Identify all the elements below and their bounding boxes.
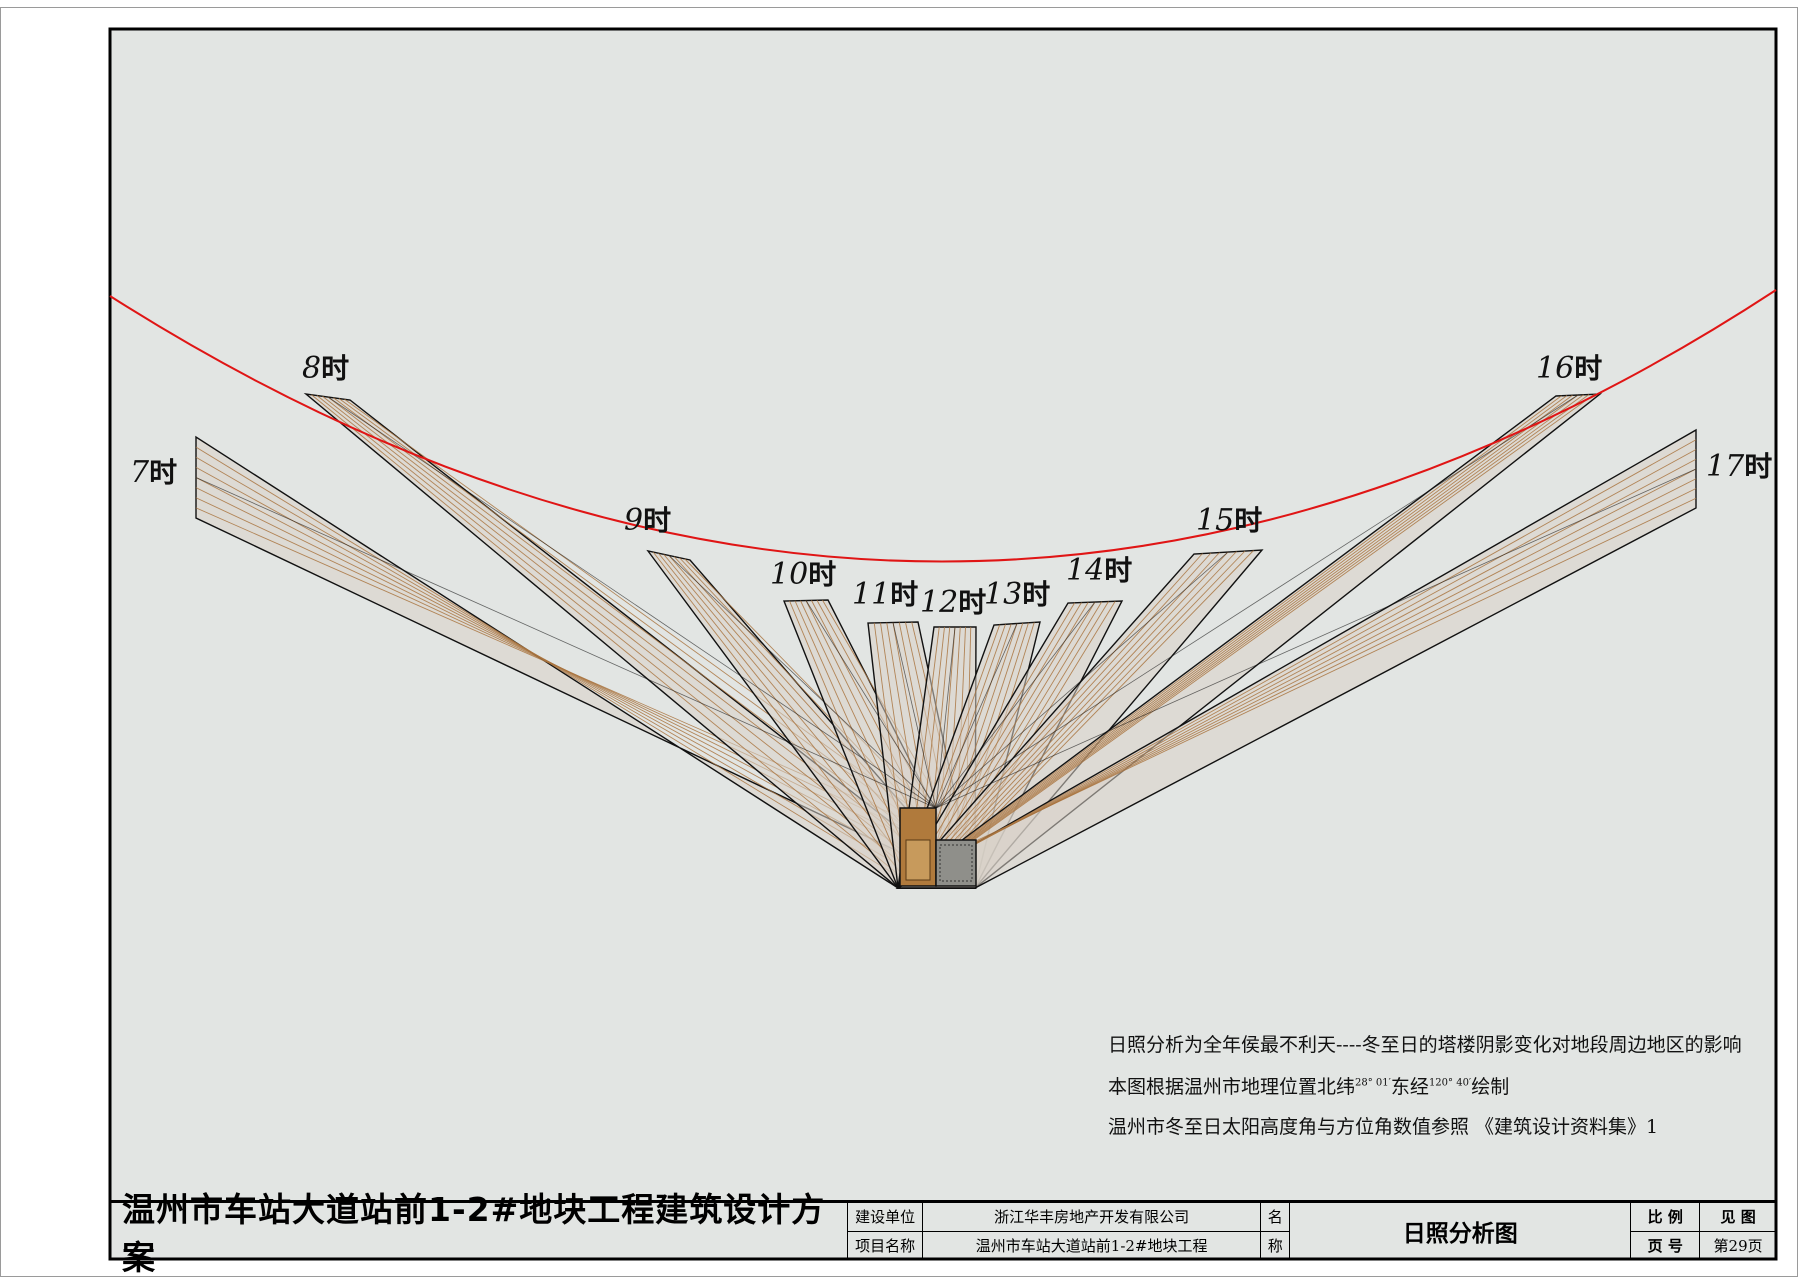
hour-suffix: 时 — [643, 504, 671, 537]
hour-number: 15 — [1196, 503, 1234, 538]
shadow-hatch-line — [652, 551, 908, 883]
scale-value: 见 图 — [1720, 1208, 1756, 1227]
shadow-hatch-line — [965, 550, 1254, 847]
shadow-hatch-line — [945, 394, 1584, 859]
shadow-hatch-line — [316, 395, 918, 877]
shadow-ray — [935, 601, 1096, 809]
hour-number: 17 — [1706, 449, 1745, 484]
shadow-ray — [935, 626, 956, 809]
shadow-hatch-line — [936, 551, 1229, 865]
note-line-2-text-a: 本图根据温州市地理位置北纬 — [1108, 1076, 1356, 1098]
shadow-ray — [805, 600, 937, 809]
drawing-name-label-2: 称 — [1261, 1230, 1290, 1260]
hour-suffix: 时 — [149, 456, 177, 489]
shadow-hatch-line — [916, 552, 1212, 877]
hour-suffix: 时 — [1744, 450, 1772, 483]
hour-label-13: 13时 — [984, 577, 1050, 612]
shadow-hatch-line — [945, 551, 1237, 859]
client-label: 建设单位 — [855, 1208, 916, 1227]
hour-number: 9 — [624, 503, 643, 538]
note-line-1: 日照分析为全年侯最不利天----冬至日的塔楼阴影变化对地段周边地区的影响 — [1108, 1034, 1742, 1056]
shadow-hatch-line — [907, 553, 1203, 883]
project-name-label: 项目名称 — [848, 1230, 923, 1260]
shadow-hatch-line — [926, 458, 1697, 871]
latitude-value: 28° 01′ — [1355, 1077, 1391, 1089]
shadow-hatch-line — [936, 394, 1579, 865]
scale-label: 比 例 — [1647, 1208, 1683, 1227]
drawing-area — [108, 27, 1778, 1261]
shadow-hatch-line — [907, 395, 1562, 883]
note-line-3: 温州市冬至日太阳高度角与方位角数值参照 《建筑设计资料集》1 — [1108, 1116, 1659, 1138]
hour-suffix: 时 — [958, 586, 986, 619]
client-value: 浙江华丰房地产开发有限公司 — [994, 1208, 1190, 1227]
hour-label-10: 10时 — [770, 557, 836, 592]
shadow-hatch-line — [907, 439, 1697, 883]
hour-label-14: 14时 — [1066, 553, 1132, 588]
hour-number: 8 — [302, 351, 321, 386]
hour-suffix: 时 — [1574, 352, 1602, 385]
shadow-ray — [935, 468, 1697, 809]
shadow-hatch-line — [916, 602, 1082, 877]
page-number-label: 页 号 — [1631, 1230, 1700, 1260]
shadow-hatch-line — [916, 395, 1568, 877]
shadow-hatch-line — [955, 394, 1590, 853]
hour-number: 12 — [920, 585, 958, 620]
hour-number: 10 — [770, 557, 808, 592]
shadow-hatch-line — [965, 393, 1595, 847]
longitude-value: 120° 40′ — [1428, 1077, 1472, 1089]
shadow-hatch-line — [926, 394, 1573, 871]
hour-label-12: 12时 — [920, 585, 986, 620]
hour-number: 11 — [852, 577, 890, 612]
drawing-name: 日照分析图 — [1290, 1203, 1632, 1259]
hour-suffix: 时 — [890, 578, 918, 611]
shadow-ray — [327, 396, 937, 809]
hour-number: 7 — [130, 455, 150, 490]
page-number-value: 第29页 — [1700, 1230, 1776, 1260]
hour-suffix: 时 — [1234, 504, 1262, 537]
hour-suffix: 时 — [808, 558, 836, 591]
shadow-hatch-line — [926, 552, 1220, 871]
hour-label-9: 9时 — [624, 503, 671, 538]
shadow-ray — [195, 477, 937, 809]
shadow-ray — [668, 555, 937, 809]
hour-number: 13 — [984, 577, 1022, 612]
tower-footprint — [899, 807, 977, 887]
sheet-border — [0, 7, 1798, 1277]
shadow-hatch-line — [945, 478, 1697, 859]
shadow-ray — [935, 623, 1018, 809]
project-title: 温州市车站大道站前1-2#地块工程建筑设计方案 — [110, 1190, 849, 1277]
shadow-17 — [895, 428, 1697, 889]
hour-suffix: 时 — [1104, 554, 1132, 587]
shadow-tip-curve — [109, 289, 1777, 563]
project-name-value: 温州市车站大道站前1-2#地块工程 — [923, 1230, 1261, 1260]
note-line-2: 本图根据温州市地理位置北纬28° 01′东经120° 40′绘制 — [1108, 1072, 1509, 1099]
hour-label-16: 16时 — [1536, 351, 1602, 386]
hour-label-11: 11时 — [852, 577, 918, 612]
hour-number: 16 — [1536, 351, 1574, 386]
shadow-hatch-line — [936, 468, 1697, 865]
hour-label-15: 15时 — [1196, 503, 1262, 538]
shadow-hatch-line — [917, 449, 1697, 877]
hour-label-8: 8时 — [302, 351, 349, 386]
hour-suffix: 时 — [1022, 578, 1050, 611]
hour-number: 14 — [1066, 553, 1104, 588]
shadow-ray — [935, 551, 1229, 809]
shadow-ray — [935, 394, 1579, 809]
hour-label-7: 7时 — [130, 455, 177, 490]
note-line-2-text-c: 绘制 — [1471, 1076, 1510, 1098]
title-block: 温州市车站大道站前1-2#地块工程建筑设计方案 建设单位 项目名称 浙江华丰房地… — [110, 1190, 1776, 1277]
hour-suffix: 时 — [321, 352, 349, 385]
shadow-hatch-line — [955, 550, 1246, 853]
drawing-name-label-1: 名 — [1267, 1208, 1283, 1227]
shadow-hatch-line — [311, 394, 908, 883]
note-line-2-text-b: 东经 — [1390, 1076, 1429, 1098]
shadow-hatch-line — [965, 497, 1697, 847]
hour-label-17: 17时 — [1706, 449, 1772, 484]
shadow-ray — [892, 622, 937, 809]
shadow-hatch-line — [789, 600, 909, 883]
